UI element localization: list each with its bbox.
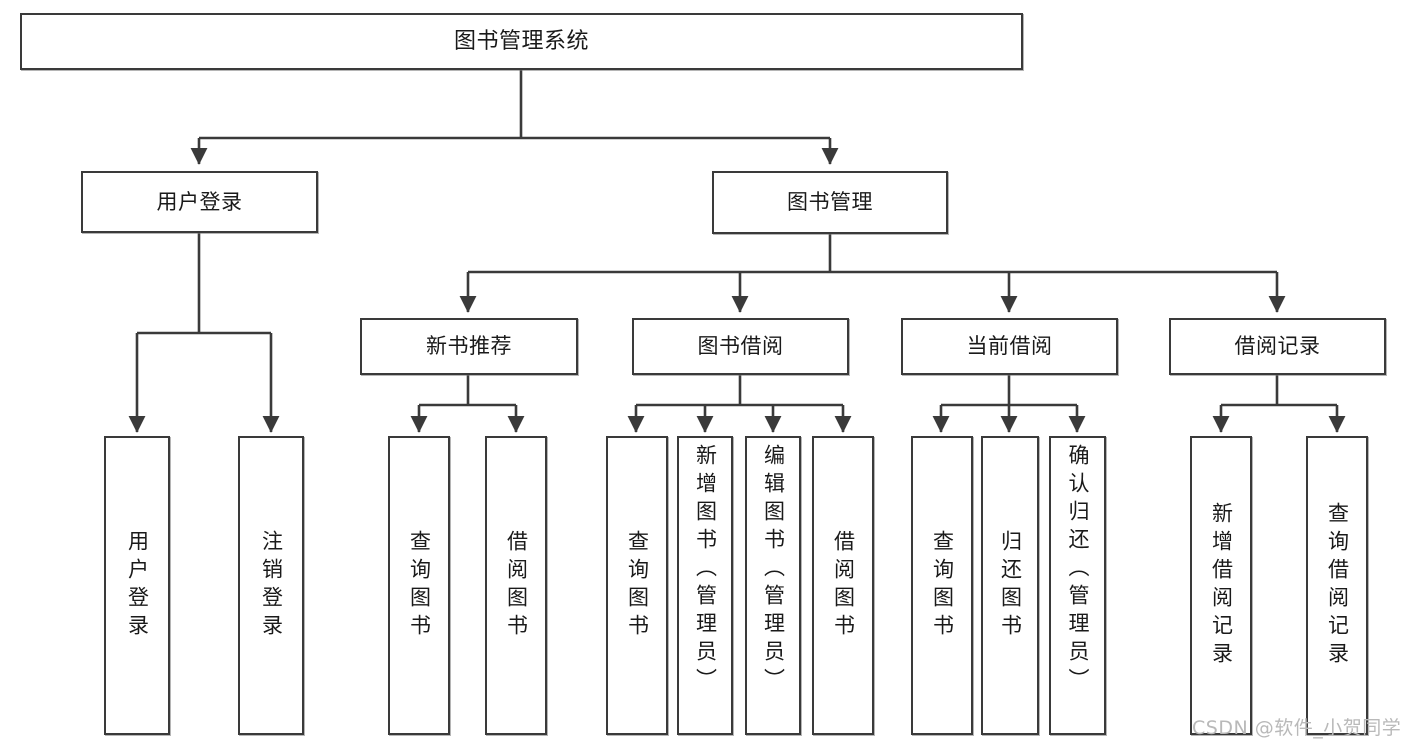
node-label: 注销登录 (259, 529, 284, 642)
node-label: 新书推荐 (426, 334, 512, 358)
node-leaf-query-borrow-record[interactable]: 查询借阅记录 (1306, 436, 1368, 735)
csdn-watermark: CSDN @软件_小贺同学 (1192, 717, 1402, 739)
node-label: 用户登录 (125, 529, 150, 642)
node-book-manage[interactable]: 图书管理 (712, 171, 948, 234)
node-root-system[interactable]: 图书管理系统 (20, 13, 1023, 70)
node-label: 借阅图书 (831, 529, 856, 642)
node-label: 借阅记录 (1234, 334, 1321, 358)
node-leaf-query-book-3[interactable]: 查询图书 (911, 436, 973, 735)
node-borrow-record[interactable]: 借阅记录 (1169, 318, 1386, 375)
node-label: 查询图书 (407, 529, 432, 642)
node-book-borrow[interactable]: 图书借阅 (632, 318, 849, 375)
node-label: 图书管理 (787, 190, 873, 214)
node-user-login[interactable]: 用户登录 (81, 171, 318, 233)
node-leaf-query-book-1[interactable]: 查询图书 (388, 436, 450, 735)
node-label: 归还图书 (998, 529, 1023, 642)
node-label: 借阅图书 (504, 529, 529, 642)
node-leaf-add-borrow-record[interactable]: 新增借阅记录 (1190, 436, 1252, 735)
node-label: 查询借阅记录 (1325, 501, 1350, 670)
node-leaf-edit-book-admin[interactable]: 编辑图书（管理员） (745, 436, 801, 735)
node-label: 查询图书 (625, 529, 650, 642)
node-leaf-logout[interactable]: 注销登录 (238, 436, 304, 735)
node-leaf-query-book-2[interactable]: 查询图书 (606, 436, 668, 735)
node-label: 当前借阅 (966, 334, 1053, 358)
node-leaf-borrow-book-2[interactable]: 借阅图书 (812, 436, 874, 735)
node-new-book-recommend[interactable]: 新书推荐 (360, 318, 578, 375)
node-label: 图书借阅 (697, 334, 784, 358)
node-label: 确认归还（管理员） (1066, 444, 1090, 696)
node-leaf-confirm-return-admin[interactable]: 确认归还（管理员） (1049, 436, 1106, 735)
node-label: 新增借阅记录 (1209, 501, 1234, 670)
node-leaf-return-book[interactable]: 归还图书 (981, 436, 1039, 735)
node-leaf-add-book-admin[interactable]: 新增图书（管理员） (677, 436, 733, 735)
node-label: 编辑图书（管理员） (761, 444, 786, 696)
node-label: 查询图书 (930, 529, 955, 642)
node-leaf-borrow-book-1[interactable]: 借阅图书 (485, 436, 547, 735)
node-label: 用户登录 (156, 189, 243, 214)
node-label: 图书管理系统 (453, 28, 589, 54)
node-leaf-user-login[interactable]: 用户登录 (104, 436, 170, 735)
node-label: 新增图书（管理员） (693, 444, 718, 696)
node-current-borrow[interactable]: 当前借阅 (901, 318, 1118, 375)
